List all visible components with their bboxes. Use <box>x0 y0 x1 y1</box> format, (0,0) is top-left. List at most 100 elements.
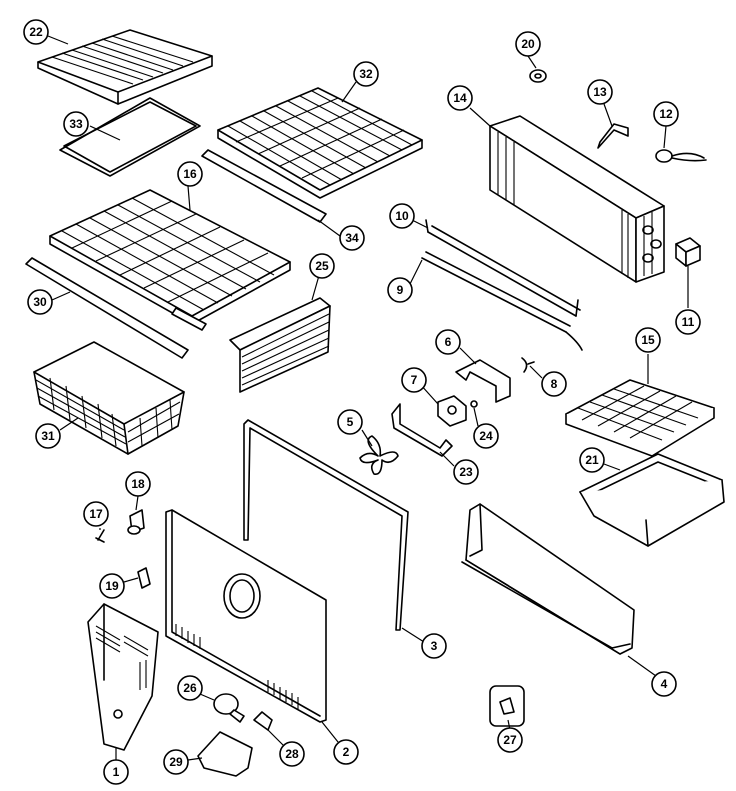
callout-28: 28 <box>279 741 305 767</box>
part-19-clip <box>137 567 151 589</box>
part-1-control-housing <box>87 603 159 751</box>
callout-12-label: 12 <box>659 107 673 121</box>
callout-31: 31 <box>35 423 61 449</box>
callout-34-label: 34 <box>345 231 359 245</box>
callout-27: 27 <box>497 727 523 753</box>
callout-21: 21 <box>579 447 605 473</box>
callout-30: 30 <box>27 289 53 315</box>
callout-1-label: 1 <box>113 765 120 779</box>
callout-1: 1 <box>103 759 129 785</box>
callout-9-label: 9 <box>397 283 404 297</box>
part-8-clip <box>521 357 535 373</box>
part-9-heater <box>421 251 583 351</box>
part-27-switch <box>489 685 525 727</box>
part-23-bracket <box>391 403 453 457</box>
callout-4: 4 <box>651 671 677 697</box>
part-6-bracket <box>455 359 511 403</box>
callout-25-label: 25 <box>315 259 329 273</box>
callout-8: 8 <box>541 371 567 397</box>
part-13-bracket <box>597 123 629 149</box>
callout-33-label: 33 <box>69 117 83 131</box>
callout-19-label: 19 <box>105 579 119 593</box>
part-4-duct <box>461 503 635 655</box>
callout-2: 2 <box>333 739 359 765</box>
callout-20: 20 <box>515 31 541 57</box>
callout-25: 25 <box>309 253 335 279</box>
part-32-wire-shelf <box>217 87 423 199</box>
callout-6-label: 6 <box>445 335 452 349</box>
part-7-motor <box>437 395 467 427</box>
part-20-knob <box>529 69 547 83</box>
callout-22: 22 <box>23 19 49 45</box>
callout-24: 24 <box>473 423 499 449</box>
part-18-plug <box>127 509 145 535</box>
leader-lines <box>47 35 689 761</box>
callout-26-label: 26 <box>183 681 197 695</box>
part-14-evaporator <box>489 115 665 283</box>
callout-13: 13 <box>587 79 613 105</box>
part-24-ring <box>470 400 478 408</box>
part-2-panel <box>165 509 327 723</box>
callout-24-label: 24 <box>479 429 493 443</box>
callout-18: 18 <box>125 471 151 497</box>
callout-19: 19 <box>99 573 125 599</box>
callout-15-label: 15 <box>641 333 655 347</box>
part-34-trim-strip <box>201 149 327 223</box>
callout-10: 10 <box>389 203 415 229</box>
callout-31-label: 31 <box>41 429 55 443</box>
callout-22-label: 22 <box>29 25 43 39</box>
callout-32-label: 32 <box>359 67 373 81</box>
callout-33: 33 <box>63 111 89 137</box>
part-31-wire-basket <box>33 341 185 455</box>
callout-16-label: 16 <box>183 167 197 181</box>
part-12-thermostat <box>655 149 707 163</box>
part-15-ice-tray <box>565 379 715 457</box>
part-3-gasket <box>243 419 409 631</box>
callout-26: 26 <box>177 675 203 701</box>
callout-11: 11 <box>675 309 701 335</box>
callout-11-label: 11 <box>682 315 695 329</box>
part-5-fan-blade <box>359 435 399 476</box>
part-33-wire-frame <box>59 97 201 177</box>
callout-9: 9 <box>387 277 413 303</box>
part-26-light-bulb <box>213 693 245 723</box>
callout-5: 5 <box>337 409 363 435</box>
part-30-trim-strip <box>25 257 189 359</box>
part-11-block <box>675 237 701 267</box>
callout-20-label: 20 <box>521 37 535 51</box>
callout-16: 16 <box>177 161 203 187</box>
callout-12: 12 <box>653 101 679 127</box>
part-17-screw <box>95 529 105 543</box>
part-10-heater <box>425 219 581 317</box>
callout-29-label: 29 <box>169 755 183 769</box>
callout-7: 7 <box>401 367 427 393</box>
callout-8-label: 8 <box>551 377 558 391</box>
callout-7-label: 7 <box>411 373 418 387</box>
callout-29: 29 <box>163 749 189 775</box>
callout-32: 32 <box>353 61 379 87</box>
part-29-light-shield <box>197 731 253 777</box>
callout-6: 6 <box>435 329 461 355</box>
part-21-ice-bin <box>579 453 725 547</box>
callout-2-label: 2 <box>343 745 350 759</box>
callout-14: 14 <box>447 85 473 111</box>
callout-13-label: 13 <box>593 85 607 99</box>
callout-17-label: 17 <box>89 507 103 521</box>
part-25-crisper-cover <box>229 297 331 393</box>
callout-34: 34 <box>339 225 365 251</box>
callout-23: 23 <box>453 459 479 485</box>
callout-30-label: 30 <box>33 295 47 309</box>
callout-17: 17 <box>83 501 109 527</box>
callout-10-label: 10 <box>395 209 409 223</box>
callout-27-label: 27 <box>503 733 517 747</box>
part-16-wire-shelf <box>49 189 291 331</box>
callout-3-label: 3 <box>431 639 438 653</box>
callout-28-label: 28 <box>285 747 299 761</box>
callout-5-label: 5 <box>347 415 354 429</box>
callout-14-label: 14 <box>453 91 467 105</box>
callout-4-label: 4 <box>661 677 668 691</box>
callout-18-label: 18 <box>131 477 145 491</box>
part-22-shelf-cover <box>37 29 213 105</box>
